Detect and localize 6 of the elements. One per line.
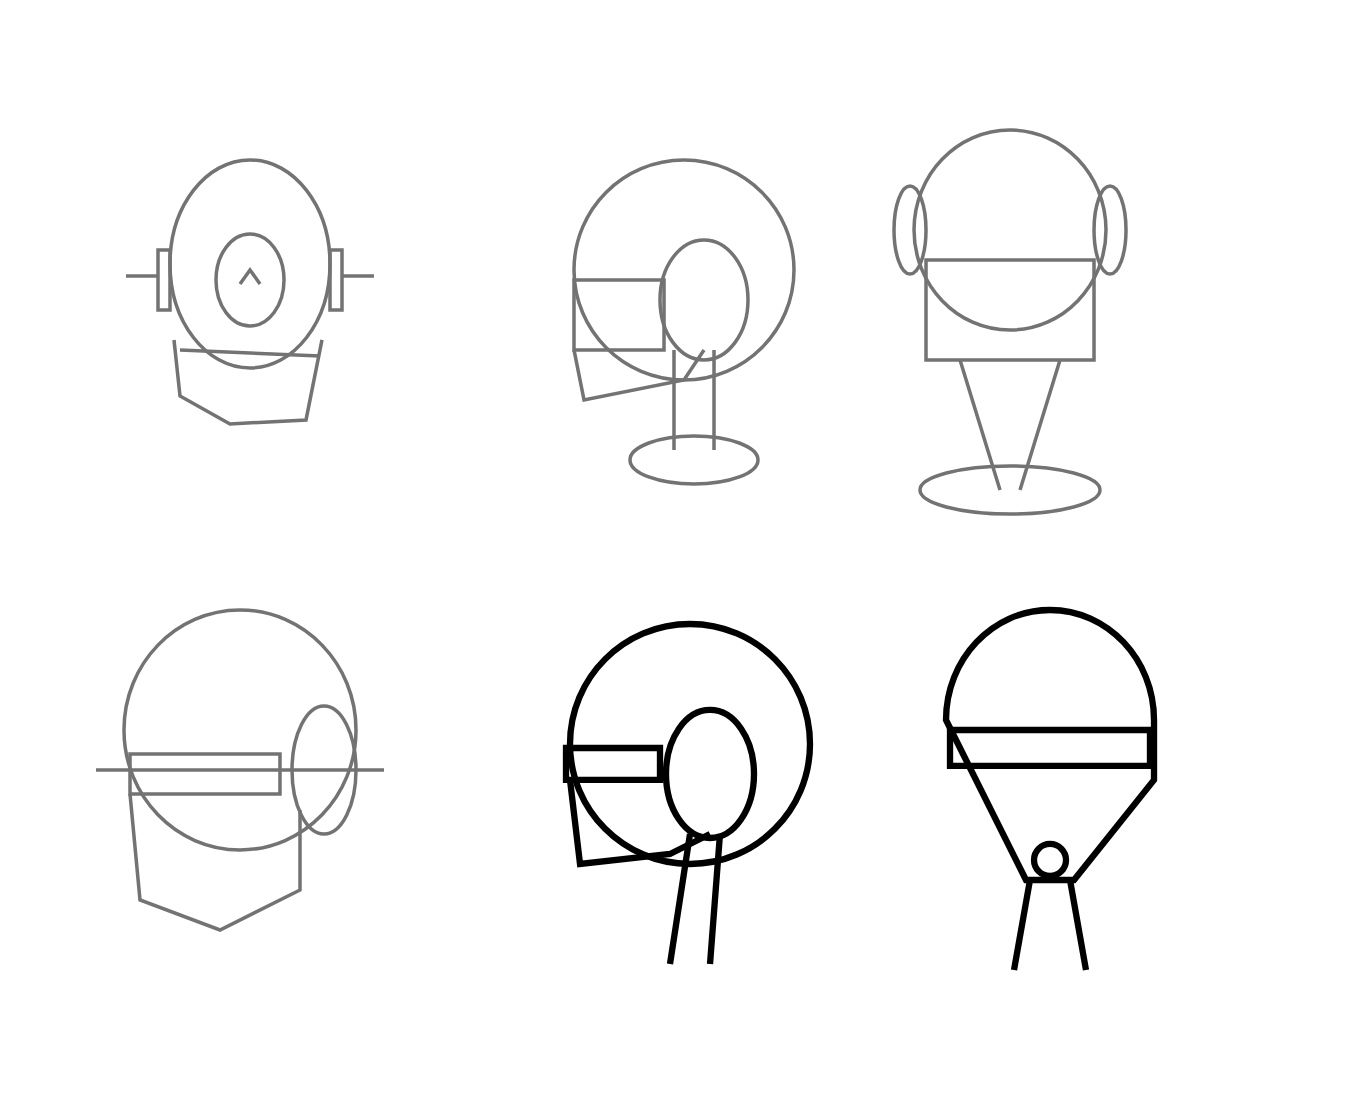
robot-head-drawing	[942, 606, 1158, 974]
robot-head-drawing	[96, 608, 384, 932]
robot-head-drawing	[892, 128, 1128, 516]
robot-head-drawing	[572, 158, 796, 486]
robot-head-drawing	[562, 620, 814, 968]
robot-head-drawing	[126, 158, 374, 426]
